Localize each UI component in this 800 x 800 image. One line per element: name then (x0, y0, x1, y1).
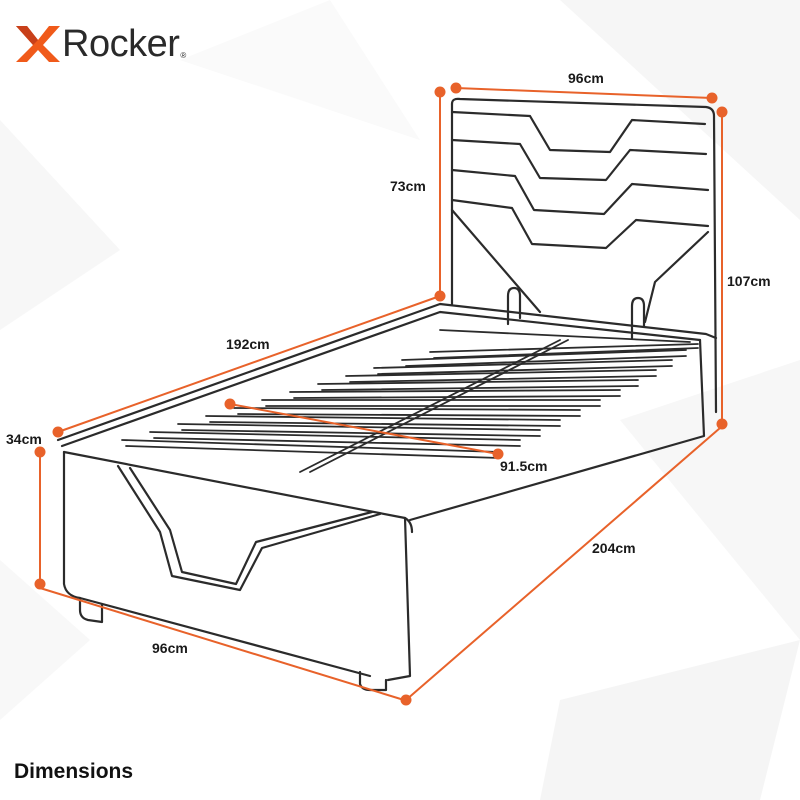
bed-frame (56, 302, 718, 692)
foot-width-line (39, 587, 405, 701)
registered-mark: ® (180, 51, 187, 60)
dimension-dots (34, 82, 728, 706)
label-headboard-width: 96cm (568, 70, 604, 86)
label-side-length: 192cm (226, 336, 270, 352)
label-foot-width: 96cm (152, 640, 188, 656)
dimension-lines (39, 87, 723, 701)
inner-width-line (229, 403, 499, 455)
bed-slats (121, 329, 699, 473)
label-total-height: 107cm (727, 273, 771, 289)
side-length-line (57, 295, 441, 433)
headboard (450, 97, 718, 414)
label-total-length: 204cm (592, 540, 636, 556)
x-logo-icon (16, 26, 60, 62)
label-headboard-height: 73cm (390, 178, 426, 194)
total-length-line (405, 427, 721, 701)
brand-name: Rocker (62, 23, 180, 65)
headboard-width-line (455, 87, 713, 99)
label-frame-height: 34cm (6, 431, 42, 447)
brand-logo: Rocker ® (14, 22, 186, 66)
caption-title: Dimensions (14, 760, 134, 783)
label-inner-width: 91.5cm (500, 458, 548, 474)
